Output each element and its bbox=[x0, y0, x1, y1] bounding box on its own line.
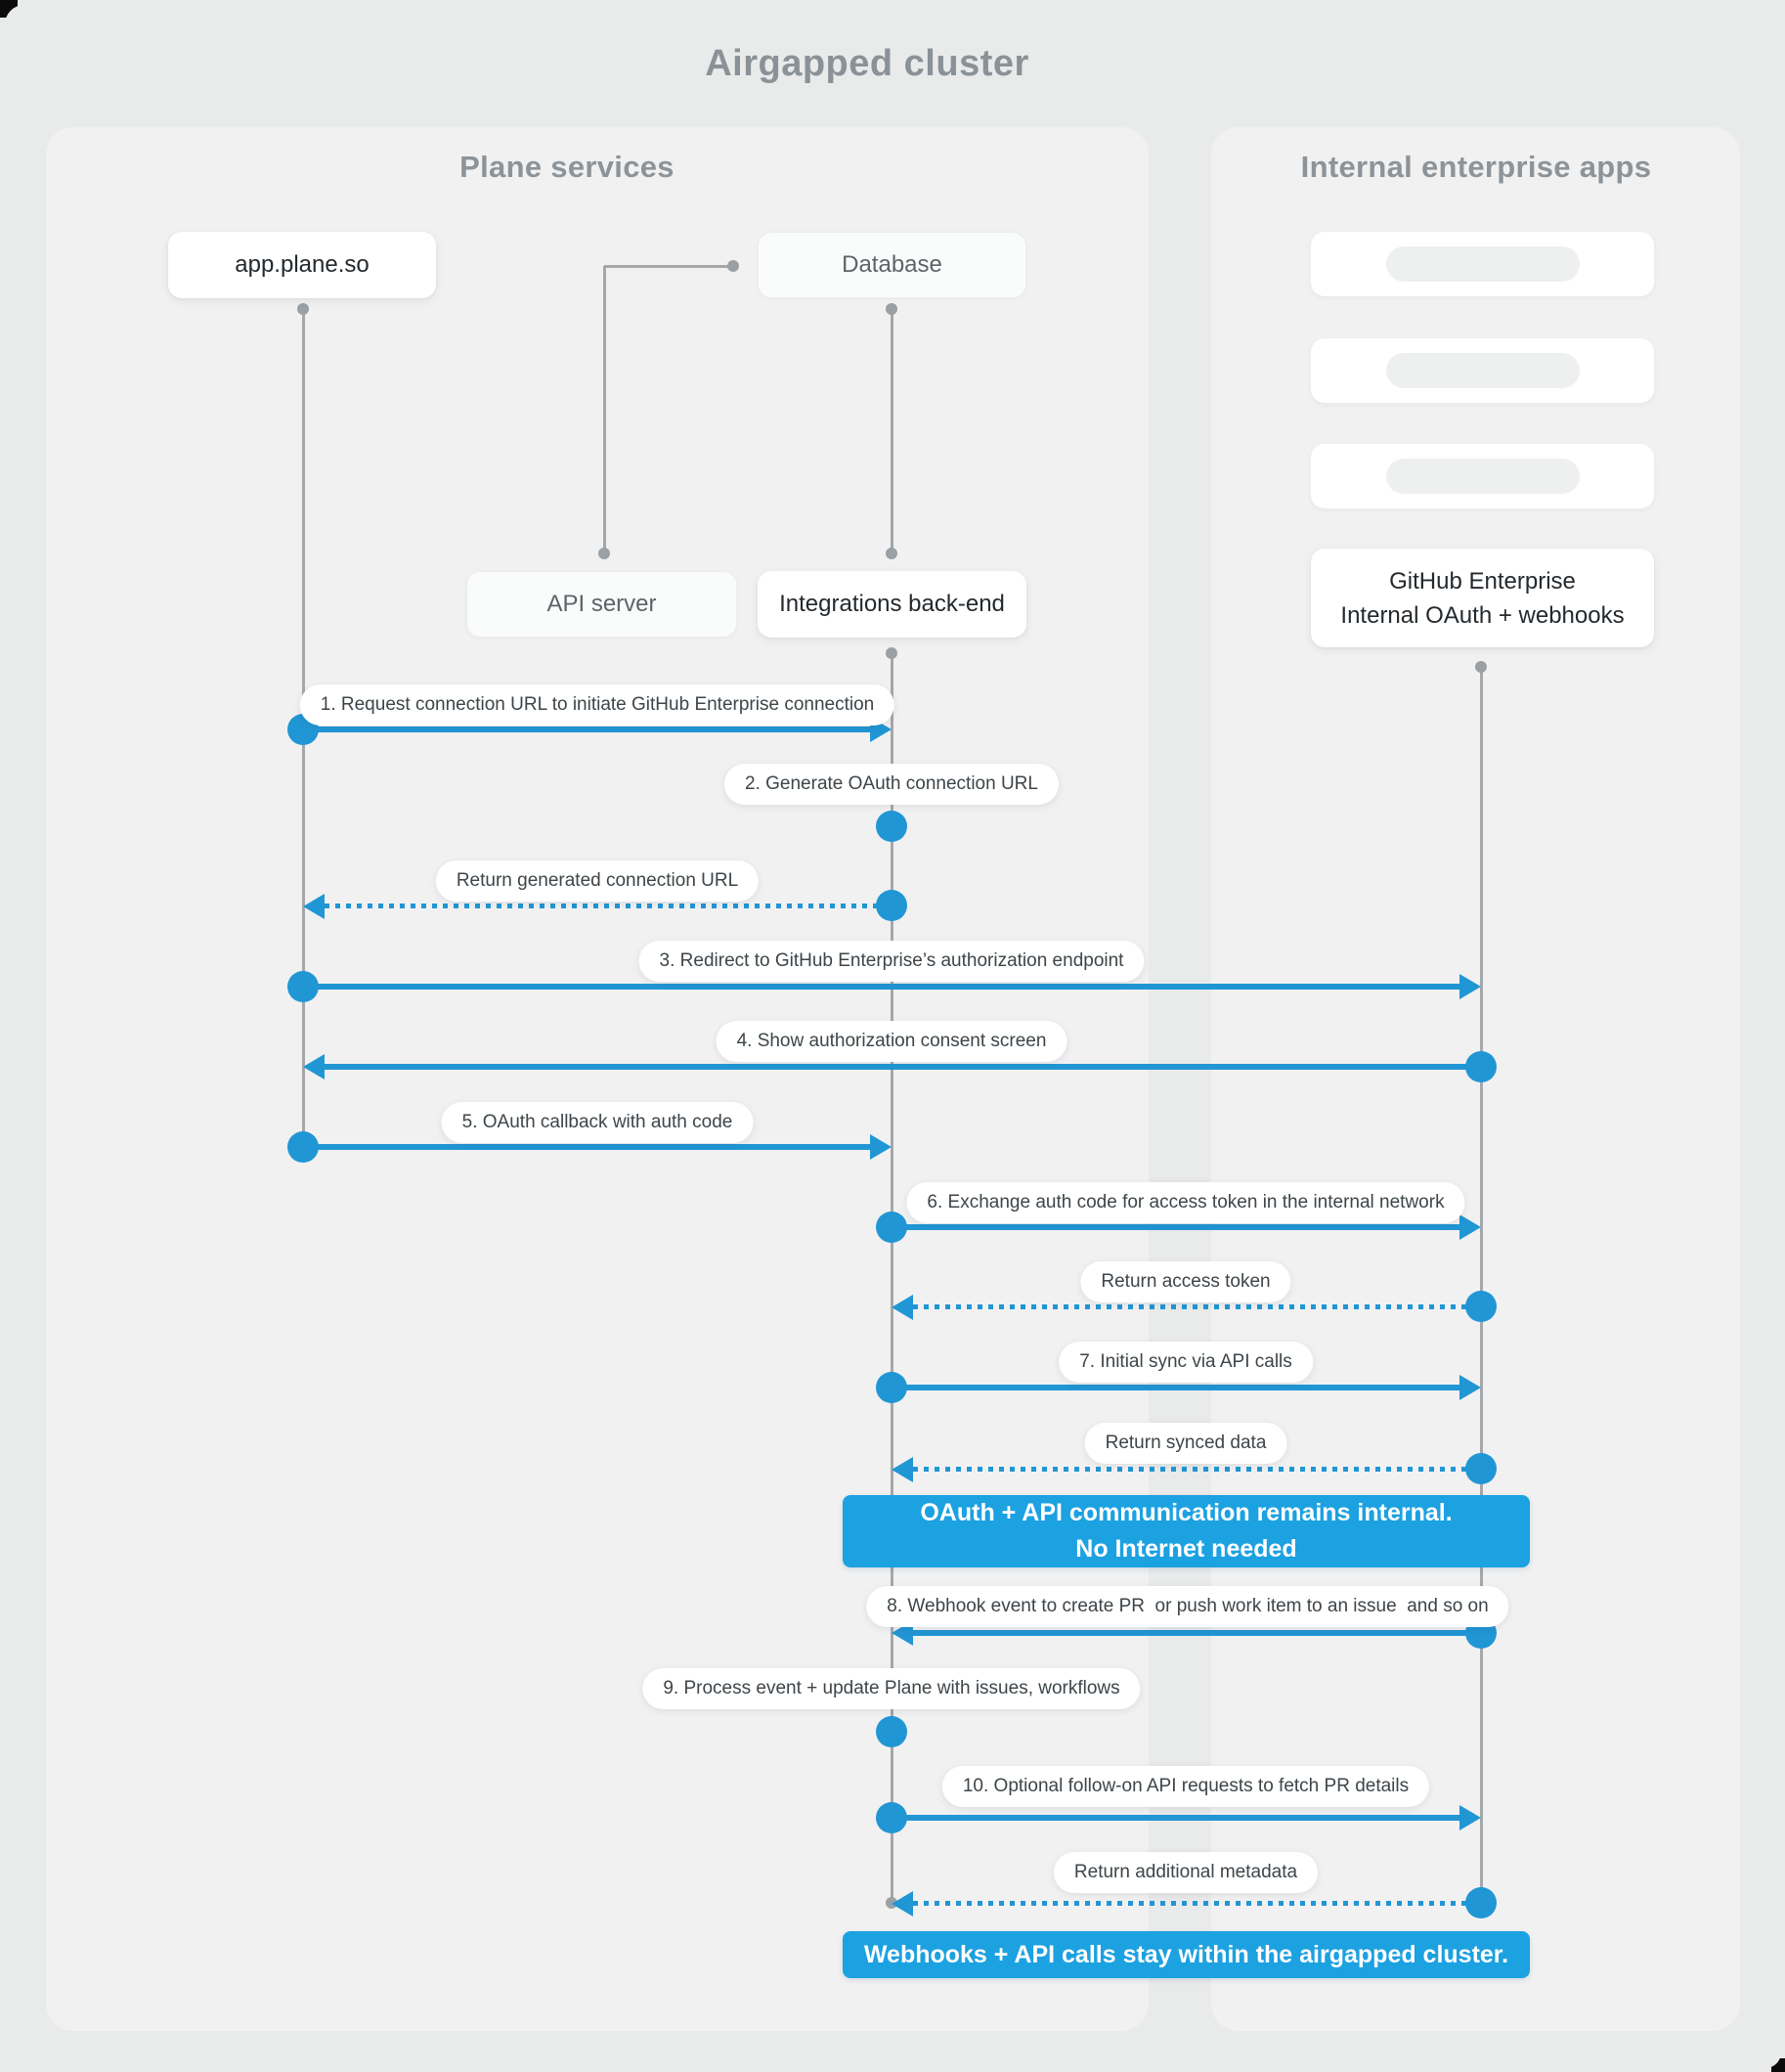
connector-database-integrations bbox=[890, 309, 893, 553]
message-endpoint bbox=[1465, 1051, 1497, 1082]
message-arrow-7 bbox=[892, 1385, 1459, 1390]
connector-dot bbox=[1475, 661, 1487, 673]
message-endpoint bbox=[287, 971, 319, 1002]
node-app-plane-so: app.plane.so bbox=[168, 232, 436, 298]
message-label-5: 5. OAuth callback with auth code bbox=[441, 1102, 754, 1143]
message-label-return-token: Return access token bbox=[1080, 1261, 1291, 1302]
placeholder-pill bbox=[1385, 246, 1580, 282]
internal-enterprise-apps-header: Internal enterprise apps bbox=[1300, 150, 1652, 184]
banner-line1: OAuth + API communication remains intern… bbox=[920, 1499, 1453, 1526]
message-endpoint bbox=[287, 1131, 319, 1163]
message-label-7: 7. Initial sync via API calls bbox=[1059, 1342, 1313, 1383]
message-arrow-4 bbox=[325, 1064, 1481, 1070]
message-endpoint bbox=[876, 1372, 907, 1403]
message-label-6: 6. Exchange auth code for access token i… bbox=[906, 1182, 1465, 1223]
message-label-return-url: Return generated connection URL bbox=[435, 860, 760, 902]
connector-dot bbox=[886, 303, 897, 315]
airgapped-cluster-banner: Webhooks + API calls stay within the air… bbox=[843, 1931, 1530, 1978]
placeholder-pill bbox=[1385, 459, 1580, 494]
message-label-return-metadata: Return additional metadata bbox=[1053, 1852, 1319, 1893]
corner-mask-bottom-right bbox=[1752, 2039, 1781, 2068]
message-arrow-return-url bbox=[325, 904, 892, 908]
message-arrow-return-synced bbox=[913, 1467, 1481, 1472]
message-endpoint bbox=[876, 1716, 907, 1747]
node-integrations-backend: Integrations back-end bbox=[758, 571, 1026, 638]
message-arrow-8 bbox=[913, 1630, 1481, 1636]
diagram-title: Airgapped cluster bbox=[705, 43, 1029, 84]
message-arrow-10 bbox=[892, 1815, 1459, 1821]
message-endpoint bbox=[1465, 1291, 1497, 1322]
message-endpoint bbox=[1465, 1887, 1497, 1918]
message-arrow-6 bbox=[892, 1224, 1459, 1230]
lifeline-integrations-backend bbox=[890, 653, 893, 1903]
message-label-2: 2. Generate OAuth connection URL bbox=[724, 764, 1059, 805]
message-arrow-3 bbox=[303, 984, 1459, 990]
message-label-return-synced: Return synced data bbox=[1084, 1423, 1287, 1464]
connector-api-server-vertical bbox=[602, 266, 606, 553]
message-arrow-1 bbox=[303, 727, 870, 732]
plane-services-panel bbox=[46, 127, 1149, 2031]
connector-dot bbox=[297, 303, 309, 315]
lifeline-github-enterprise bbox=[1479, 667, 1483, 1903]
internal-communication-banner: OAuth + API communication remains intern… bbox=[843, 1495, 1530, 1567]
message-arrow-return-metadata bbox=[913, 1901, 1481, 1906]
internal-app-placeholder bbox=[1311, 444, 1654, 508]
github-enterprise-line1: GitHub Enterprise bbox=[1389, 567, 1576, 595]
message-endpoint bbox=[876, 1802, 907, 1833]
message-endpoint bbox=[876, 890, 907, 921]
message-endpoint bbox=[876, 1212, 907, 1243]
message-label-10: 10. Optional follow-on API requests to f… bbox=[941, 1766, 1430, 1807]
node-github-enterprise: GitHub Enterprise Internal OAuth + webho… bbox=[1311, 549, 1654, 647]
connector-dot bbox=[886, 548, 897, 559]
node-database: Database bbox=[758, 232, 1026, 298]
github-enterprise-line2: Internal OAuth + webhooks bbox=[1340, 601, 1625, 629]
banner-line2: No Internet needed bbox=[1075, 1535, 1297, 1563]
placeholder-pill bbox=[1385, 353, 1580, 388]
connector-dot bbox=[598, 548, 610, 559]
internal-app-placeholder bbox=[1311, 232, 1654, 296]
connector-dot bbox=[886, 647, 897, 659]
message-endpoint bbox=[1465, 1453, 1497, 1484]
corner-mask-top-left bbox=[5, 5, 40, 40]
message-label-1: 1. Request connection URL to initiate Gi… bbox=[299, 684, 895, 726]
plane-services-header: Plane services bbox=[459, 150, 675, 184]
internal-app-placeholder bbox=[1311, 338, 1654, 403]
message-label-4: 4. Show authorization consent screen bbox=[716, 1021, 1067, 1062]
message-arrow-return-token bbox=[913, 1304, 1481, 1309]
message-arrow-5 bbox=[303, 1144, 870, 1150]
connector-api-server-database bbox=[604, 264, 733, 268]
message-label-3: 3. Redirect to GitHub Enterprise’s autho… bbox=[638, 941, 1145, 982]
message-endpoint bbox=[876, 811, 907, 842]
connector-dot bbox=[727, 260, 739, 272]
node-api-server: API server bbox=[466, 571, 737, 638]
message-label-8: 8. Webhook event to create PR or push wo… bbox=[866, 1586, 1509, 1627]
banner-text: Webhooks + API calls stay within the air… bbox=[863, 1941, 1509, 1968]
message-label-9: 9. Process event + update Plane with iss… bbox=[642, 1668, 1141, 1709]
